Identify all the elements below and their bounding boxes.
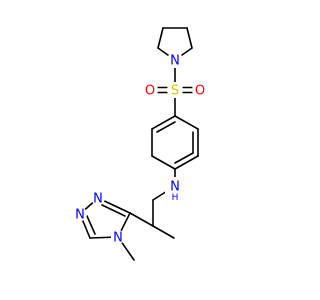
atom-n-triazole-2: N [91, 191, 105, 207]
atom-o-right: O [192, 82, 208, 99]
atom-label-h-amine: H [172, 193, 179, 203]
atoms: N S O O N H N N N [73, 52, 208, 246]
atom-label-n-pyrrolidine: N [170, 54, 180, 69]
bond-pyr-c4-c5 [186, 27, 193, 49]
atom-label-n-triazole-1: N [75, 208, 85, 223]
bond-tz-n2-c3-inner [101, 204, 126, 217]
atom-label-o-left: O [145, 84, 155, 99]
atom-label-n-triazole-4: N [113, 231, 123, 246]
bond-ar-c4-c5 [174, 155, 199, 170]
bond-tz-c5-n1-inner [86, 215, 96, 235]
bond-ar-inner-2 [174, 152, 194, 164]
atom-n-triazole-1: N [73, 207, 87, 223]
atom-label-n-triazole-2: N [93, 192, 103, 207]
molecule-structure: N S O O N H N N N [73, 27, 208, 261]
atom-n-pyrrolidine: N [167, 52, 183, 69]
bond-ch-triazole [129, 212, 154, 227]
atom-o-left: O [142, 82, 158, 99]
bond-pyr-c2-c3 [157, 27, 164, 49]
atom-n-triazole-4: N [111, 230, 125, 246]
atom-label-s-sulfonyl: S [171, 84, 179, 99]
bond-ar-c6-c1 [174, 115, 199, 130]
bond-ar-c1-c2 [151, 115, 176, 130]
atom-label-o-right: O [195, 84, 205, 99]
bond-ch-ch3 [152, 225, 175, 239]
atom-label-n-amine: N [170, 180, 180, 195]
atom-n-amine: N H [165, 177, 185, 203]
bond-ar-inner-1 [156, 121, 176, 133]
atom-s-sulfonyl: S [167, 82, 183, 99]
bond-ar-c3-c4 [151, 155, 176, 170]
